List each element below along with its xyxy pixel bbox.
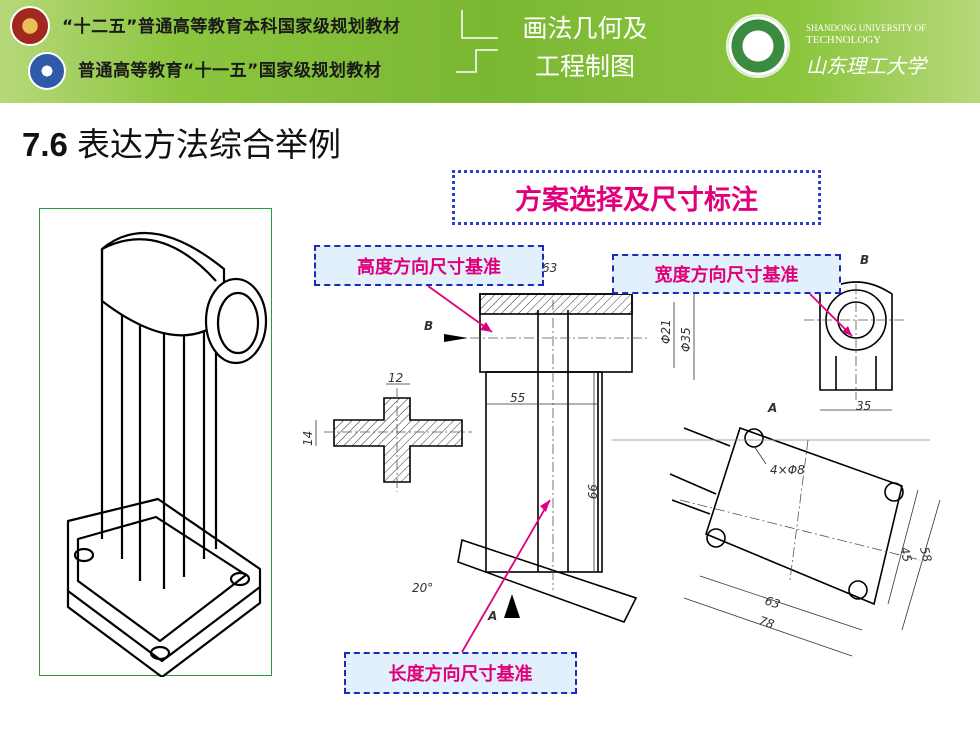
- university-name-cn: 山东理工大学: [806, 54, 926, 78]
- dim-45: 45: [897, 545, 914, 563]
- view-a-label: A: [767, 401, 777, 415]
- dim-12: 12: [388, 371, 403, 385]
- dim-14: 14: [301, 431, 315, 446]
- cross-section: [333, 397, 463, 483]
- course-title: 画法几何及 工程制图: [480, 10, 690, 86]
- dim-58: 58: [917, 545, 934, 564]
- university-name-en: SHANDONG UNIVERSITY OF TECHNOLOGY: [806, 22, 926, 46]
- view-a-arrow-label: A: [487, 609, 497, 623]
- callout-width-datum: 宽度方向尺寸基准: [612, 254, 841, 294]
- view-a-plate: [705, 426, 903, 606]
- section-b-right-label: B: [860, 253, 869, 267]
- isometric-drawing: [66, 231, 268, 677]
- section-b-arrow: [444, 334, 468, 342]
- leader-height: [427, 285, 493, 333]
- main-view-hatch: [479, 293, 633, 315]
- dim-63: 63: [763, 594, 782, 612]
- page-title-text: 表达方法综合举例: [77, 126, 342, 163]
- textbook-series-logo: [10, 6, 50, 46]
- view-a-arrow: [504, 594, 520, 618]
- callout-height-datum: 高度方向尺寸基准: [314, 245, 544, 286]
- series-banner-1: “十二五”普通高等教育本科国家级规划教材: [62, 16, 401, 37]
- dim-20deg: 20°: [412, 581, 433, 595]
- callout-length-datum: 长度方向尺寸基准: [344, 652, 577, 694]
- university-logo: [726, 14, 790, 78]
- main-view-base: [457, 538, 638, 623]
- page-title: 7.6 表达方法综合举例: [22, 118, 341, 166]
- header-bracket-lines: [456, 10, 498, 73]
- dim-4xphi8: 4×Φ8: [770, 463, 805, 477]
- course-title-line-1: 画法几何及: [522, 14, 648, 43]
- section-b-left-label: B: [424, 319, 433, 333]
- main-view-column: [485, 371, 603, 573]
- isometric-view-frame: [39, 208, 272, 677]
- dim-99: 99: [585, 484, 599, 499]
- dim-78: 78: [757, 614, 776, 632]
- dim-55: 55: [510, 391, 525, 405]
- eleventh-plan-logo: [28, 52, 66, 90]
- dim-63-top: 63: [542, 261, 557, 275]
- university-name-en-line-1: SHANDONG UNIVERSITY OF: [806, 23, 927, 33]
- page-title-number: 7.6: [22, 126, 68, 163]
- dim-35: 35: [856, 399, 871, 413]
- dim-phi21: Φ21: [659, 319, 673, 344]
- series-banner-2: 普通高等教育“十一五”国家级规划教材: [78, 60, 382, 81]
- header-banner: “十二五”普通高等教育本科国家级规划教材 普通高等教育“十一五”国家级规划教材 …: [0, 0, 980, 103]
- dim-phi35: Φ35: [679, 327, 693, 352]
- leader-length: [461, 499, 551, 653]
- course-title-line-2: 工程制图: [534, 52, 635, 81]
- subtitle-box: 方案选择及尺寸标注: [452, 170, 821, 225]
- university-name-en-line-2: TECHNOLOGY: [806, 34, 882, 46]
